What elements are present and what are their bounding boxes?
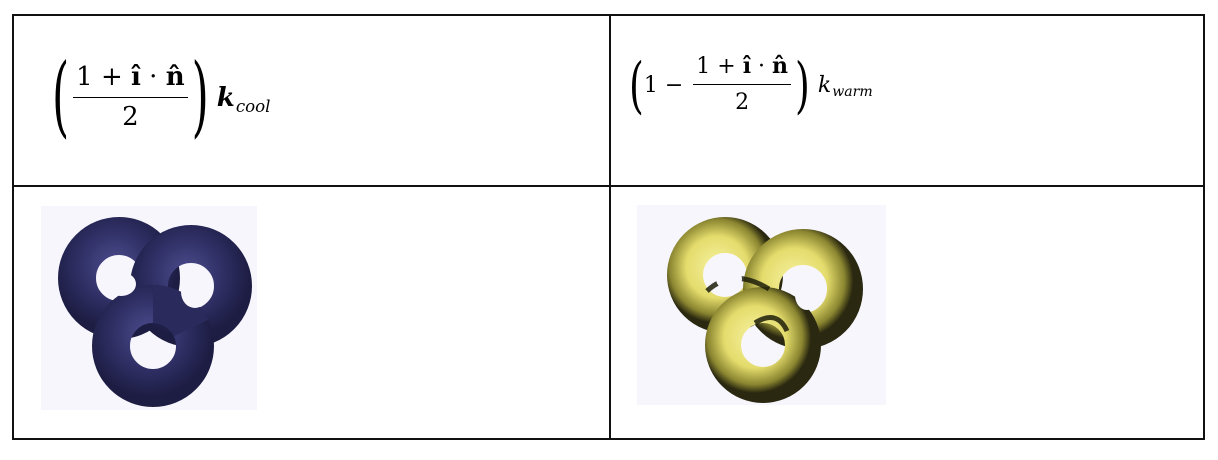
left-paren: ( (52, 46, 70, 148)
fraction-denominator: 2 (735, 90, 750, 116)
fraction: 1 + î · n̂ 2 (693, 53, 792, 116)
one-minus: 1 − (643, 72, 684, 98)
fraction-denominator: 2 (122, 102, 139, 133)
warm-knot-render (637, 205, 886, 405)
left-paren: ( (629, 49, 644, 121)
fraction-numerator: 1 + î · n̂ (696, 53, 789, 80)
column-divider (609, 16, 611, 438)
comparison-table: ( 1 + î · n̂ 2 ) kcool ( 1 − 1 + î · n̂ … (12, 14, 1205, 440)
k-cool: kcool (216, 83, 271, 116)
fraction: 1 + î · n̂ 2 (73, 61, 188, 133)
trefoil-knot-cool-image (58, 217, 252, 407)
trefoil-knot-warm-image (667, 217, 863, 403)
cool-knot-render (41, 206, 257, 410)
cell-cool-formula: ( 1 + î · n̂ 2 ) kcool (14, 16, 609, 185)
cool-formula: ( 1 + î · n̂ 2 ) kcool (52, 50, 270, 146)
row-divider (14, 185, 1203, 187)
cell-warm-formula: ( 1 − 1 + î · n̂ 2 ) kwarm (611, 16, 1203, 185)
fraction-bar (693, 83, 792, 86)
right-paren: ) (795, 49, 810, 121)
right-paren: ) (191, 46, 209, 148)
cell-warm-render (611, 187, 1203, 438)
warm-formula: ( 1 − 1 + î · n̂ 2 ) kwarm (629, 50, 873, 120)
fraction-numerator: 1 + î · n̂ (76, 61, 185, 92)
fraction-bar (73, 96, 188, 99)
cell-cool-render (14, 187, 609, 438)
k-warm: kwarm (817, 72, 873, 101)
